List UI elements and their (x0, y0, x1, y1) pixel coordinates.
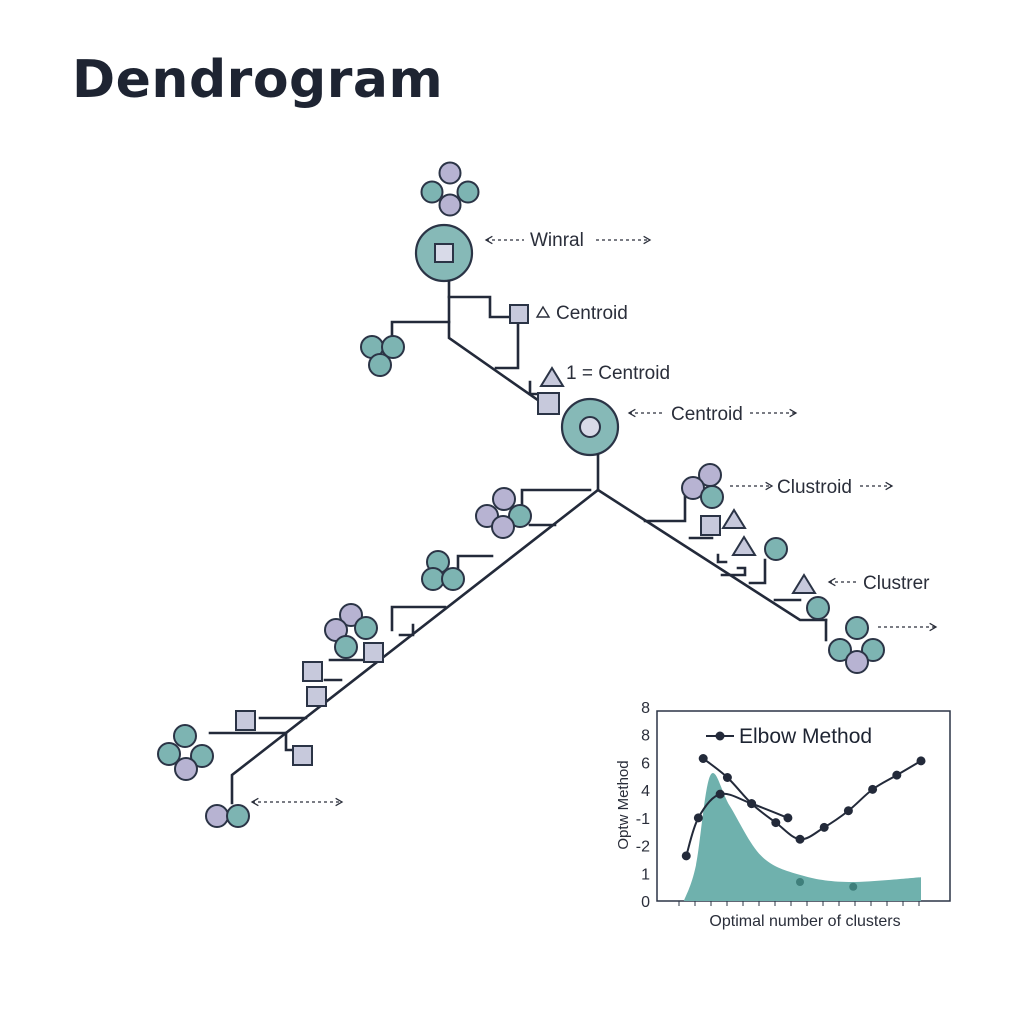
y-tick-label: 1 (641, 866, 650, 883)
chart-legend: Elbow Method (706, 725, 872, 748)
label-centroid-triangle: Centroid (535, 303, 628, 324)
y-tick-label: 6 (641, 755, 650, 772)
y-tick-label: 4 (641, 783, 650, 800)
top-cluster (420, 161, 480, 217)
series-2-point-4 (747, 799, 757, 809)
elbow-chart: 8 8 6 4 -1 -2 1 0 Elbow Method Optimal number o… (615, 700, 951, 930)
svg-text:Winral: Winral (530, 230, 584, 251)
label-clustroid: Clustroid (730, 477, 894, 498)
label-centroid-one: 1 = Centroid (566, 363, 670, 384)
series-line-1 (702, 757, 922, 841)
y-tick-label: 8 (641, 728, 650, 745)
legend-marker (715, 731, 725, 741)
left-sub-branches (208, 488, 592, 752)
right-nodes (681, 463, 885, 674)
triangle-icon (535, 305, 551, 318)
legend-label: Elbow Method (739, 725, 872, 748)
x-axis-label: Optimal number of clusters (709, 913, 900, 930)
series-1-point-6 (819, 822, 829, 832)
y-tick-label: -1 (636, 811, 650, 828)
series-1-point-9 (892, 770, 902, 780)
series-1-point-2 (722, 773, 732, 782)
highlight-point-1 (796, 878, 804, 886)
svg-text:Clustroid: Clustroid (777, 477, 852, 498)
label-winral: Winral (484, 230, 652, 251)
y-tick-label: -2 (636, 839, 650, 856)
highlight-point-2 (849, 882, 858, 891)
svg-text:1 = Centroid: 1 = Centroid (566, 363, 670, 384)
left-nodes (157, 487, 532, 828)
upper-nodes (360, 304, 565, 415)
y-axis-label: Optw Method (615, 760, 632, 849)
series-2-point-1 (681, 851, 691, 861)
series-1-point-7 (843, 806, 853, 816)
upper-branches (390, 279, 554, 412)
series-2-point-5 (783, 813, 793, 823)
y-tick-label: 8 (641, 700, 650, 717)
main-trunks (230, 453, 828, 805)
right-sub-branches (643, 488, 828, 642)
elbow-area (683, 773, 921, 901)
series-2-point-2 (693, 813, 703, 823)
series-1-point-5 (795, 834, 805, 844)
y-tick-label: 0 (641, 894, 650, 911)
label-clustrer: Clustrer (827, 573, 930, 594)
series-2-point-3 (715, 789, 725, 799)
label-centroid-right: Centroid (627, 404, 798, 425)
series-1-point-10 (916, 756, 926, 766)
middle-node (560, 397, 620, 457)
series-1-point-8 (868, 784, 878, 794)
svg-text:Centroid: Centroid (556, 303, 628, 324)
svg-text:Clustrer: Clustrer (863, 573, 930, 594)
series-1-point-4 (771, 818, 781, 828)
svg-text:Centroid: Centroid (671, 404, 743, 425)
page-title: Dendrogram (72, 50, 444, 110)
root-node (414, 223, 474, 283)
series-1-point-1 (698, 754, 708, 763)
